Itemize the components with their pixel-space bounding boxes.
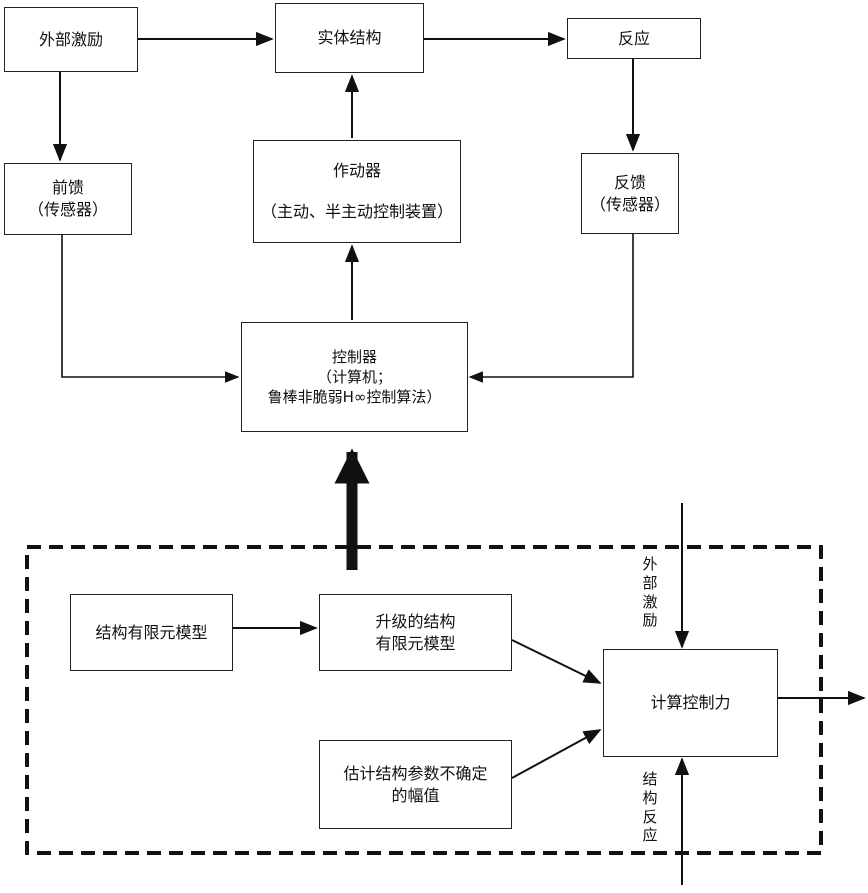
node-controller-line-1: 控制器 [332,347,377,367]
side-label-structural-response: 结构反应 [640,770,660,845]
node-feedback-line-2: （传感器） [590,194,670,216]
node-fe-model: 结构有限元模型 [70,594,233,671]
node-response-label: 反应 [618,28,650,50]
node-actuator-line-2: （主动、半主动控制装置） [261,201,453,223]
side-label-external-excitation: 外部激励 [640,555,660,630]
node-physical-structure: 实体结构 [275,3,424,73]
node-physical-structure-label: 实体结构 [317,27,381,49]
node-feedback-line-1: 反馈 [614,172,646,194]
node-actuator-line-1: 作动器 [333,160,381,182]
node-feedback: 反馈 （传感器） [581,153,679,234]
node-external-excitation-label: 外部激励 [39,29,103,51]
node-feedforward: 前馈 （传感器） [4,163,132,235]
arrow-feedforward-to-controller [62,235,238,377]
node-fe-model-label: 结构有限元模型 [95,622,207,644]
node-feedforward-line-1: 前馈 [52,177,84,199]
node-estimate-uncertainty-line-2: 的幅值 [391,785,439,807]
node-compute-control-force: 计算控制力 [603,649,778,757]
arrow-upgraded-to-compute [512,640,600,683]
arrow-estimate-to-compute [512,730,600,778]
node-external-excitation: 外部激励 [4,7,138,72]
node-actuator: 作动器 （主动、半主动控制装置） [253,140,461,243]
node-controller-line-2: （计算机； [317,367,392,387]
node-controller-line-3: 鲁棒非脆弱H∞控制算法） [268,387,442,407]
node-compute-control-force-label: 计算控制力 [650,692,730,714]
node-feedforward-line-2: （传感器） [28,199,108,221]
node-controller: 控制器 （计算机； 鲁棒非脆弱H∞控制算法） [241,322,468,432]
node-estimate-uncertainty: 估计结构参数不确定 的幅值 [319,740,512,829]
arrow-feedback-to-controller [470,234,633,377]
node-estimate-uncertainty-line-1: 估计结构参数不确定 [343,763,487,785]
node-upgraded-fe-model-line-1: 升级的结构 [375,611,455,633]
node-upgraded-fe-model: 升级的结构 有限元模型 [319,594,512,671]
node-upgraded-fe-model-line-2: 有限元模型 [375,633,455,655]
node-response: 反应 [567,18,701,59]
